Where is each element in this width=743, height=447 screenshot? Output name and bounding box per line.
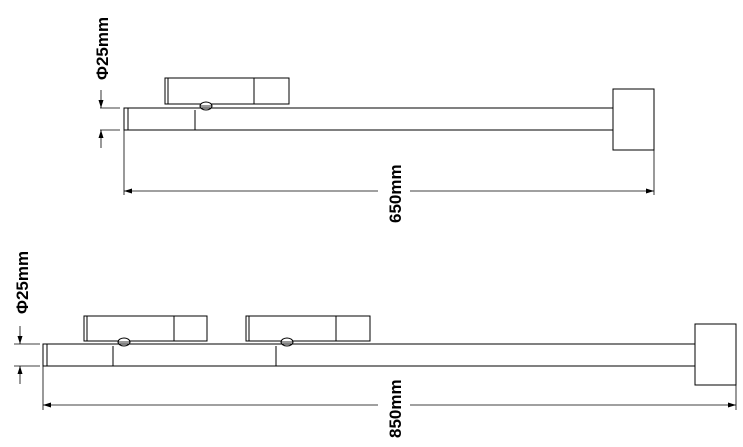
top-track-adapter: [164, 77, 290, 105]
top-diameter-dimension: Φ25mm: [93, 17, 120, 148]
bottom-length-dimension: 850mm: [42, 366, 737, 438]
bottom-track-adapter-2: [245, 315, 371, 342]
bottom-diameter-dimension: Φ25mm: [13, 251, 40, 384]
top-diameter-label: Φ25mm: [93, 17, 112, 80]
bottom-track-adapter-1: [83, 315, 208, 342]
bottom-fixture: Φ25mm 850mm: [13, 251, 737, 438]
bottom-length-label: 850mm: [386, 379, 405, 438]
top-fixture: Φ25mm 650mm: [93, 17, 655, 223]
top-length-label: 650mm: [386, 164, 405, 223]
bottom-end-cap: [694, 323, 737, 386]
top-end-cap: [612, 88, 655, 151]
top-length-dimension: 650mm: [123, 130, 655, 223]
top-rod: [123, 107, 614, 131]
bottom-rod: [42, 343, 696, 367]
bottom-diameter-label: Φ25mm: [13, 251, 32, 314]
